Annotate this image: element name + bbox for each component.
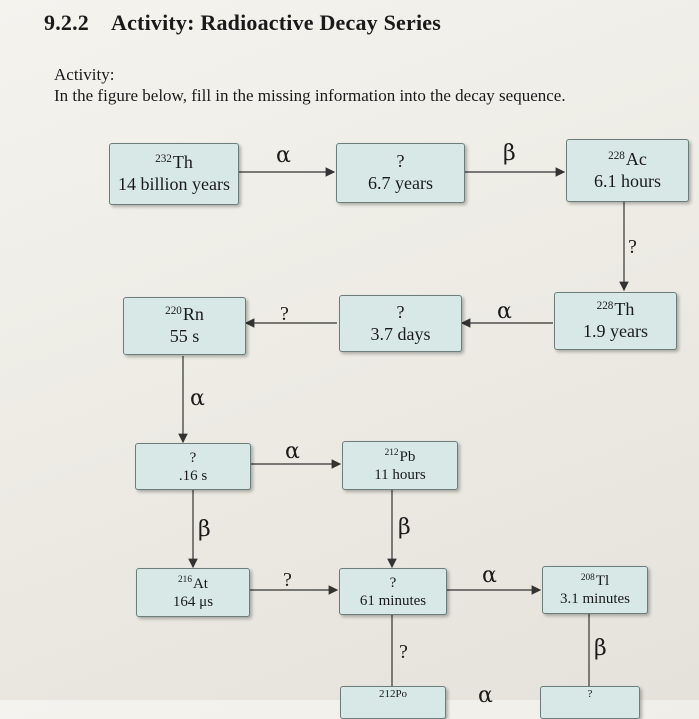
decay-label-7: α: [285, 439, 300, 464]
unknown1-isotope: ?: [396, 151, 405, 172]
decay-label-10: ?: [283, 569, 292, 591]
box-ac228: 228Ac 6.1 hours: [566, 139, 689, 202]
unknown1-halflife: 6.7 years: [368, 173, 433, 193]
decay-arrows: [178, 167, 629, 690]
section-heading: 9.2.2 Activity: Radioactive Decay Series: [44, 10, 441, 36]
box-partial-po212: 212Po: [340, 686, 446, 719]
box-th232: 232Th 14 billion years: [109, 143, 239, 205]
decay-label-6: α: [190, 386, 205, 411]
th232-mass: 232: [155, 153, 172, 166]
at216-halflife: 164 μs: [172, 593, 214, 610]
box-unknown2: ? 3.7 days: [339, 295, 462, 352]
unknown2-isotope: ?: [396, 301, 405, 322]
ac228-halflife: 6.1 hours: [594, 170, 661, 191]
rn220-halflife: 55 s: [169, 326, 200, 346]
rn220-mass: 220: [165, 305, 182, 318]
box-unknown4: ? 61 minutes: [339, 568, 447, 615]
th228-element: Th: [614, 299, 635, 320]
activity-instructions: In the figure below, fill in the missing…: [54, 86, 566, 105]
unknown4-halflife: 61 minutes: [359, 592, 427, 609]
unknown2-halflife: 3.7 days: [370, 323, 431, 344]
tl208-mass: 208: [580, 572, 595, 583]
unknown3-isotope: ?: [189, 449, 197, 466]
at216-mass: 216: [178, 575, 192, 586]
at216-element: At: [192, 575, 208, 592]
box-partial-right: ?: [540, 686, 640, 719]
section-number: 9.2.2: [44, 10, 89, 35]
rn220-element: Rn: [182, 304, 204, 325]
box-rn220: 220Rn 55 s: [123, 297, 246, 355]
decay-label-2: β: [503, 141, 516, 166]
decay-label-4: α: [497, 299, 512, 324]
tl208-halflife: 3.1 minutes: [560, 591, 630, 607]
decay-label-14: α: [478, 683, 493, 708]
decay-label-5: ?: [280, 303, 289, 325]
decay-label-13: β: [594, 636, 607, 661]
tl208-element: Tl: [595, 573, 610, 589]
ac228-mass: 228: [608, 149, 625, 162]
box-unknown1: ? 6.7 years: [336, 143, 465, 203]
unknown3-halflife: .16 s: [178, 467, 208, 484]
box-at216: 216At 164 μs: [136, 568, 250, 617]
decay-label-3: ?: [628, 236, 637, 258]
th228-mass: 228: [596, 300, 614, 313]
th228-halflife: 1.9 years: [583, 321, 648, 341]
th232-element: Th: [172, 152, 193, 173]
decay-label-1: α: [276, 143, 291, 168]
th232-halflife: 14 billion years: [118, 174, 230, 194]
ac228-element: Ac: [625, 148, 647, 169]
box-pb212: 212Pb 11 hours: [342, 441, 458, 490]
pb212-mass: 212: [384, 448, 399, 459]
section-title: Activity: Radioactive Decay Series: [111, 10, 441, 35]
decay-label-12: ?: [399, 641, 408, 663]
pb212-halflife: 11 hours: [374, 466, 426, 483]
box-tl208: 208Tl 3.1 minutes: [542, 566, 648, 614]
decay-label-9: β: [398, 515, 411, 540]
box-unknown3: ? .16 s: [135, 443, 251, 490]
box-th228: 228Th 1.9 years: [554, 292, 677, 350]
activity-label: Activity:: [54, 65, 115, 84]
pb212-element: Pb: [399, 448, 416, 465]
unknown4-isotope: ?: [389, 574, 397, 591]
decay-label-8: β: [198, 517, 211, 542]
partial-left-text: 212Po: [378, 688, 408, 700]
decay-label-11: α: [482, 563, 497, 588]
partial-right-text: ?: [587, 688, 593, 700]
